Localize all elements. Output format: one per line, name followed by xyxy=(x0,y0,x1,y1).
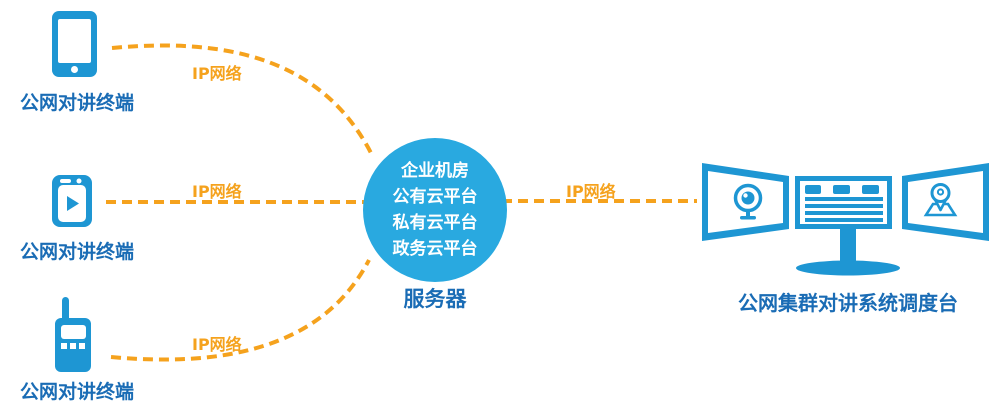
server-platform-line: 政务云平台 xyxy=(392,239,478,259)
link-smartphone-to-server xyxy=(111,43,373,154)
link-label-middle: IP网络 xyxy=(192,182,242,201)
radio-button-2 xyxy=(70,343,76,349)
camera-indicator-dot xyxy=(76,178,82,184)
location-pin-icon xyxy=(923,183,958,217)
play-icon xyxy=(67,196,79,211)
server-platform-line: 私有云平台 xyxy=(392,213,478,233)
link-label-bottom: IP网络 xyxy=(192,335,242,354)
radio-screen xyxy=(61,325,86,339)
terminal-label-walkie-talkie: 公网对讲终端 xyxy=(19,381,134,403)
smartphone-icon xyxy=(52,11,97,77)
phone-home-button xyxy=(71,66,78,73)
link-walkietalkie-to-server xyxy=(110,259,371,362)
server-platform-line: 企业机房 xyxy=(401,161,469,181)
dispatch-console-label: 公网集群对讲系统调度台 xyxy=(738,291,958,315)
body-camera-icon xyxy=(52,175,92,227)
walkie-talkie-icon xyxy=(55,297,91,372)
monitor-stand-base xyxy=(796,260,900,276)
server-label: 服务器 xyxy=(403,287,467,311)
server-platform-line: 公有云平台 xyxy=(392,187,478,207)
phone-screen xyxy=(58,19,91,63)
server-cloud-circle: 企业机房 公有云平台 私有云平台 政务云平台 xyxy=(363,138,507,282)
dispatch-console-icon xyxy=(702,163,989,276)
radio-button-1 xyxy=(61,343,67,349)
link-label-right: IP网络 xyxy=(566,182,616,201)
dashboard-table-icon xyxy=(805,185,883,222)
camera-indicator-bar xyxy=(60,179,71,183)
terminal-label-body-camera: 公网对讲终端 xyxy=(19,241,134,263)
link-label-top: IP网络 xyxy=(192,64,242,83)
terminal-label-smartphone: 公网对讲终端 xyxy=(19,92,134,114)
webcam-icon xyxy=(733,183,763,220)
monitor-stand-pole xyxy=(840,229,856,263)
radio-button-3 xyxy=(79,343,85,349)
